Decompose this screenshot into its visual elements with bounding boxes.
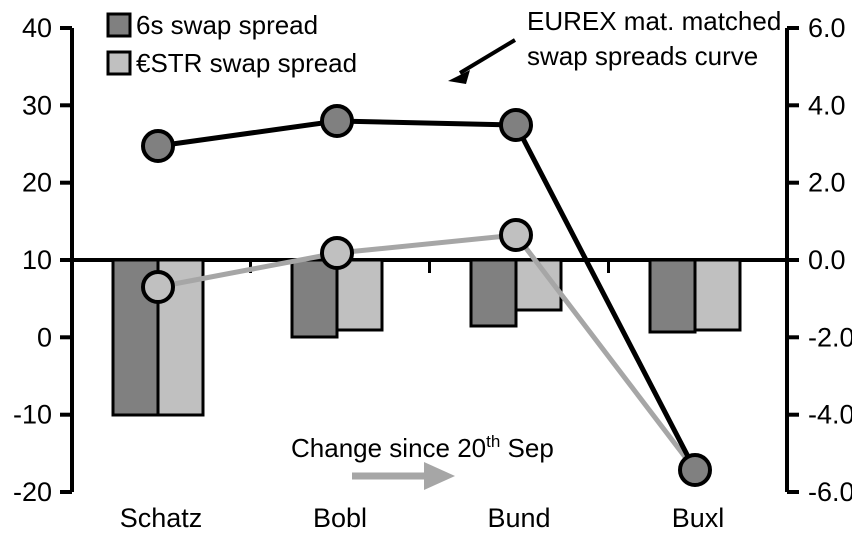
right-axis-tick-label: 0.0 bbox=[808, 245, 846, 275]
line-series-eurex-curve bbox=[141, 104, 712, 487]
line-marker-estr bbox=[499, 218, 533, 252]
left-axis-tick-label: 10 bbox=[22, 245, 52, 275]
bar-6s-bund bbox=[469, 258, 518, 328]
left-axis-tick-label: 20 bbox=[22, 168, 52, 198]
line-marker-eurex bbox=[678, 453, 712, 487]
bar-group-buxl bbox=[648, 258, 742, 334]
bar-estr-bobl bbox=[335, 258, 384, 332]
category-label-bobl: Bobl bbox=[313, 503, 367, 533]
category-label-bund: Bund bbox=[487, 503, 550, 533]
left-axis-tick-label: 0 bbox=[37, 322, 52, 352]
annotation-arrow-icon bbox=[448, 38, 517, 84]
line-marker-estr bbox=[320, 236, 354, 270]
left-axis-tick-label: -10 bbox=[13, 400, 52, 430]
right-axis: 6.0 4.0 2.0 0.0 -2.0 -4.0 -6.0 bbox=[785, 13, 852, 507]
right-axis-tick-label: 6.0 bbox=[808, 13, 846, 43]
legend-item-6s[interactable]: 6s swap spread bbox=[106, 10, 318, 40]
category-label-schatz: Schatz bbox=[120, 503, 203, 533]
legend: 6s swap spread €STR swap spread bbox=[106, 10, 357, 78]
legend-label-estr: €STR swap spread bbox=[136, 48, 357, 78]
bar-6s-buxl bbox=[648, 258, 697, 334]
line-marker-eurex bbox=[141, 129, 175, 163]
bar-6s-schatz bbox=[111, 258, 160, 417]
right-axis-tick-label: 2.0 bbox=[808, 168, 846, 198]
legend-swatch-estr bbox=[106, 50, 132, 76]
line-marker-eurex bbox=[320, 104, 354, 138]
bar-estr-buxl bbox=[693, 258, 742, 332]
bar-group-bobl bbox=[290, 258, 384, 339]
annotation-change-note-sup: th bbox=[486, 432, 500, 451]
right-axis-tick-label: -4.0 bbox=[808, 400, 852, 430]
annotation-right-arrow-icon bbox=[352, 462, 455, 490]
annotation-change-note-before: Change since 20 bbox=[291, 433, 486, 463]
legend-item-estr[interactable]: €STR swap spread bbox=[106, 48, 357, 78]
right-axis-tick-label: -6.0 bbox=[808, 477, 852, 507]
left-axis: 40 30 20 10 0 -10 -20 bbox=[13, 13, 74, 507]
annotation-curve-note: EUREX mat. matched swap spreads curve bbox=[448, 6, 781, 84]
annotation-curve-note-line2: swap spreads curve bbox=[527, 41, 758, 71]
annotation-change-note: Change since 20th Sep bbox=[291, 432, 554, 490]
category-axis-labels: Schatz Bobl Bund Buxl bbox=[120, 503, 725, 533]
left-axis-tick-label: 30 bbox=[22, 90, 52, 120]
category-label-buxl: Buxl bbox=[672, 503, 725, 533]
annotation-change-note-after: Sep bbox=[500, 433, 554, 463]
left-axis-tick-label: -20 bbox=[13, 477, 52, 507]
legend-label-6s: 6s swap spread bbox=[136, 10, 318, 40]
bar-6s-bobl bbox=[290, 258, 339, 339]
right-axis-tick-label: -2.0 bbox=[808, 322, 852, 352]
annotation-curve-note-line1: EUREX mat. matched bbox=[527, 6, 781, 36]
left-axis-tick-label: 40 bbox=[22, 13, 52, 43]
annotation-change-note-text: Change since 20th Sep bbox=[291, 432, 554, 463]
right-axis-tick-label: 4.0 bbox=[808, 90, 846, 120]
bar-group-bund bbox=[469, 258, 563, 328]
line-marker-estr bbox=[141, 270, 175, 304]
line-series-estr-curve bbox=[141, 218, 697, 472]
line-marker-eurex bbox=[499, 108, 533, 142]
legend-swatch-6s bbox=[106, 12, 132, 38]
